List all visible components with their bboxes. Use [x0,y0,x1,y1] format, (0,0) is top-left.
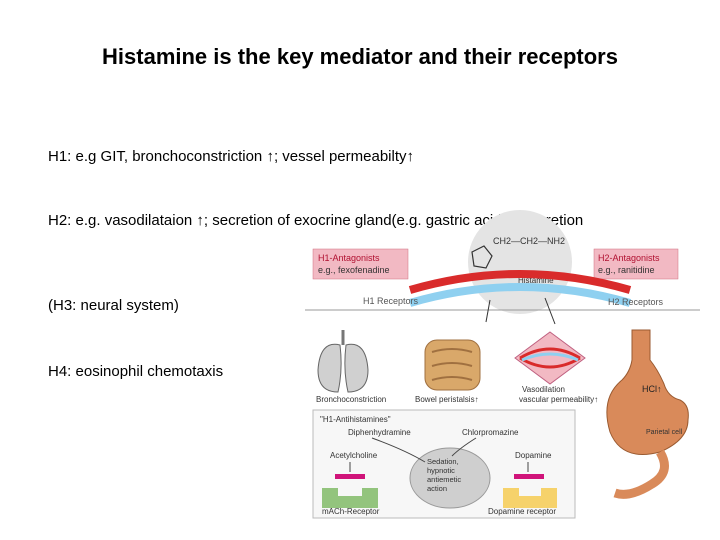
dopamine-block-bar [514,474,544,479]
sedation-line-4: action [427,484,447,493]
stomach-icon [606,329,689,499]
h1-antagonists-title: H1-Antagonists [318,253,380,263]
hcl-label: HCl↑ [642,384,662,394]
h2-receptors-label: H2 Receptors [608,297,664,307]
parietal-cell-label: Parietal cell [646,429,683,436]
h1-antagonists-box [312,248,409,280]
acetylcholine-label: Acetylcholine [330,451,378,460]
bullet-h4: H4: eosinophil chemotaxis [48,363,224,380]
vascular-permeability-label: vascular permeability↑ [519,395,598,404]
mach-block-bar [335,474,365,479]
h1-antihistamines-label: "H1-Antihistamines" [320,415,391,424]
dopamine-receptor-label: Dopamine receptor [488,507,556,516]
chlorpromazine-label: Chlorpromazine [462,428,519,437]
bullet-h1: H1: e.g GIT, bronchoconstriction ↑; vess… [48,148,414,165]
h1-antagonists-example: e.g., fexofenadine [318,265,390,275]
vessel-icon [514,331,586,385]
bullet-h2: H2: e.g. vasodilataion ↑; secretion of e… [48,212,584,229]
h1-arrow [485,299,491,323]
lungs-icon [317,330,369,393]
slide-title: Histamine is the key mediator and their … [102,44,618,69]
h1-receptor-band [408,270,632,294]
bowel-peristalsis-label: Bowel peristalsis↑ [415,395,479,404]
dopamine-receptor-box [503,488,557,508]
h2-receptor-band [408,283,632,307]
mach-receptor-box [322,488,378,508]
h2-antagonists-title: H2-Antagonists [598,253,660,263]
sedation-line-1: Sedation, [427,457,459,466]
h2-antagonists-box [593,248,679,280]
formula-label: CH2—CH2—NH2 [493,236,565,246]
imidazole-ring-icon [471,245,493,269]
bowel-icon [424,339,481,391]
mach-receptor-label: mACh-Receptor [322,507,380,516]
h1-receptors-label: H1 Receptors [363,296,419,306]
h2-antagonists-example: e.g., ranitidine [598,265,655,275]
connector-arrows [371,437,477,463]
h2-arrow [544,297,556,325]
bullet-h3: (H3: neural system) [48,297,179,314]
histamine-label: Histamine [518,276,554,285]
histamine-molecule-bg [468,210,572,314]
brain-icon [409,447,491,509]
vasodilation-label: Vasodilation [522,385,565,394]
diphenhydramine-label: Diphenhydramine [348,428,411,437]
dopamine-label: Dopamine [515,451,552,460]
bronchoconstriction-label: Bronchoconstriction [316,395,386,404]
sedation-line-3: antiemetic [427,475,461,484]
sedation-line-2: hypnotic [427,466,455,475]
